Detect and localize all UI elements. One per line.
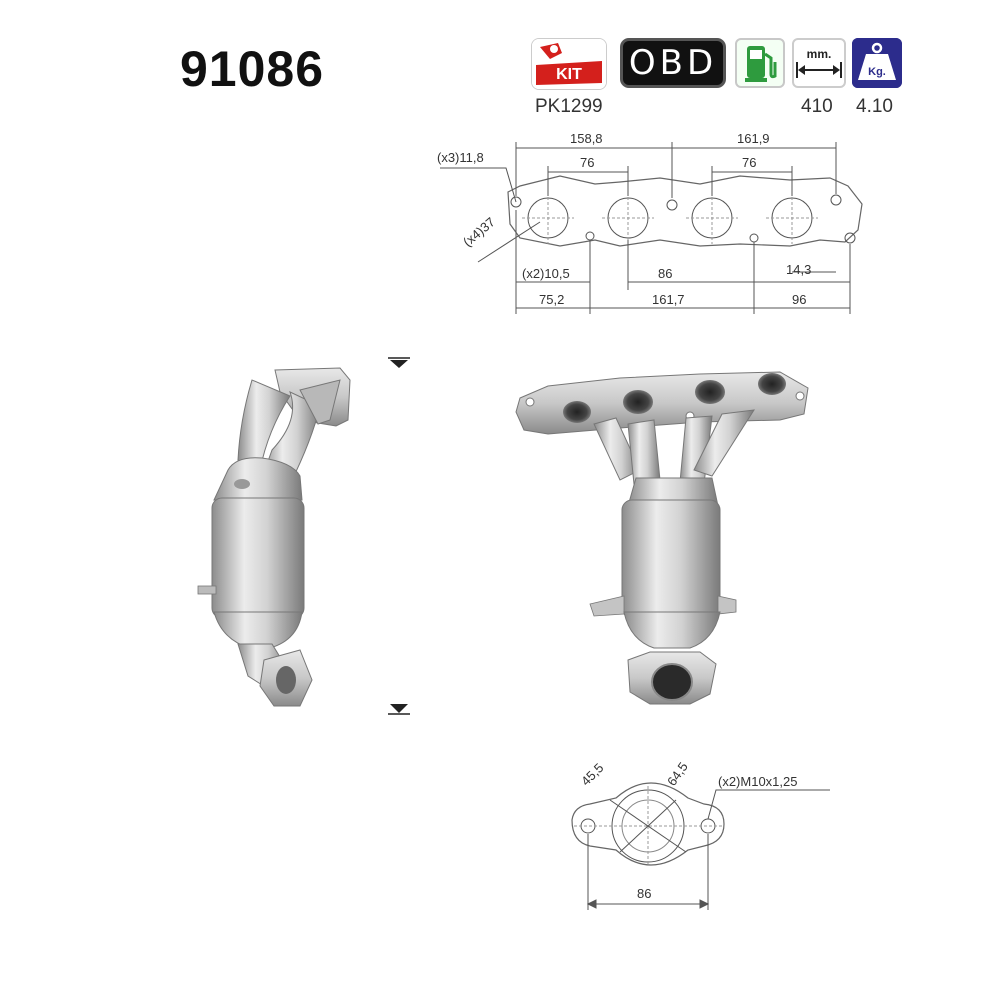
dim-bottom-right: 96 <box>792 292 807 307</box>
front-port-3 <box>695 380 725 404</box>
dim-port-right: 76 <box>742 155 757 170</box>
product-side-view <box>197 357 410 715</box>
dim-bolt-hole: (x3)11,8 <box>437 150 484 165</box>
kit-badge: KIT <box>531 38 607 90</box>
dim-port-left: 76 <box>580 155 595 170</box>
kit-code: PK1299 <box>535 96 603 117</box>
weight-unit: Kg. <box>868 66 886 78</box>
length-icon: mm. <box>796 47 842 78</box>
dim-overall-right: 161,9 <box>737 131 770 146</box>
length-unit: mm. <box>807 47 832 61</box>
obd-badge: OBD <box>620 38 726 88</box>
top-flange-drawing <box>440 142 863 314</box>
front-port-1 <box>563 401 591 423</box>
height-top-marker <box>390 360 408 368</box>
dim-bottom-mid: 161,7 <box>652 292 685 307</box>
fuel-pump-icon <box>745 46 777 82</box>
front-port-4 <box>758 373 786 395</box>
height-bottom-marker <box>390 704 408 713</box>
kit-label: KIT <box>556 66 582 83</box>
weight-badge: Kg. <box>852 38 902 88</box>
dim-right-offset: 14,3 <box>786 262 812 277</box>
product-front-view <box>515 371 809 705</box>
length-badge: mm. <box>792 38 846 88</box>
bottom-flange-drawing <box>571 782 830 910</box>
length-value: 410 <box>801 96 833 117</box>
weight-icon: Kg. <box>852 38 902 88</box>
dim-thread: (x2)M10x1,25 <box>718 774 798 789</box>
part-number: 91086 <box>180 41 325 97</box>
fuel-badge <box>735 38 785 88</box>
dim-overall-left: 158,8 <box>570 131 603 146</box>
dim-small-hole: (x2)10,5 <box>522 266 570 281</box>
dim-bottom-left: 75,2 <box>539 292 565 307</box>
weight-value: 4.10 <box>856 96 893 117</box>
dim-mid-spacing: 86 <box>658 266 673 281</box>
kit-icon: KIT <box>532 39 606 89</box>
front-port-2 <box>623 390 653 414</box>
dim-bolt-spacing: 86 <box>637 886 652 901</box>
